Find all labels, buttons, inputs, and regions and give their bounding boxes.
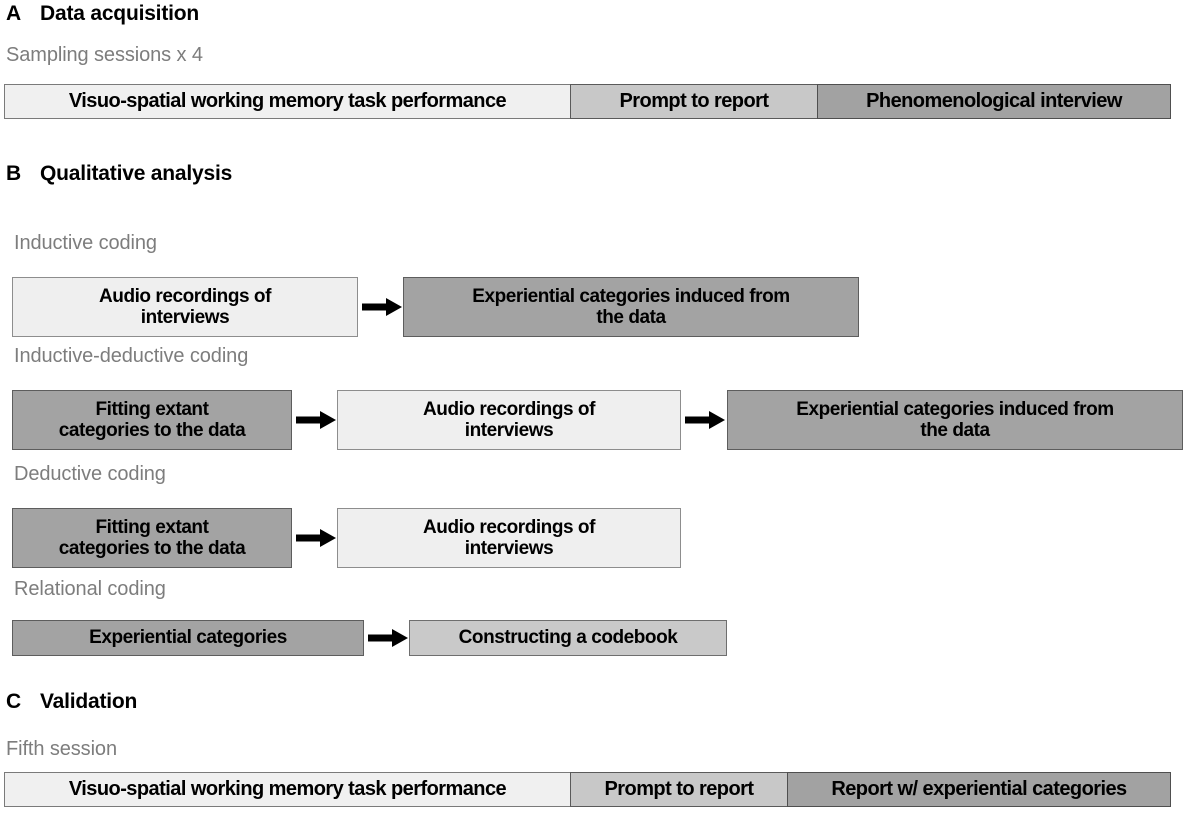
section-b-title: Qualitative analysis <box>40 162 233 185</box>
box-fitting-extant-deductive: Fitting extant categories to the data <box>12 508 292 568</box>
subheading-inductive-coding: Inductive coding <box>14 232 157 254</box>
section-a-letter: A <box>6 2 21 25</box>
box-audio-recordings-inductive: Audio recordings of interviews <box>12 277 358 337</box>
section-a-subheading: Sampling sessions x 4 <box>6 44 203 66</box>
bar-segment-task-performance: Visuo-spatial working memory task perfor… <box>4 84 571 119</box>
arrow-inductive-deductive-1 <box>296 410 336 430</box>
section-c-subheading: Fifth session <box>6 738 117 760</box>
section-b-heading: B Qualitative analysis <box>6 162 232 186</box>
subheading-deductive-coding: Deductive coding <box>14 463 166 485</box>
box-experiential-categories-relational: Experiential categories <box>12 620 364 656</box>
section-c-title: Validation <box>40 690 138 713</box>
section-c-letter: C <box>6 690 21 713</box>
bar-segment-report-experiential-categories: Report w/ experiential categories <box>787 772 1171 807</box>
bar-segment-phenomenological-interview: Phenomenological interview <box>817 84 1171 119</box>
section-b-letter: B <box>6 162 21 185</box>
section-a-heading: A Data acquisition <box>6 2 199 26</box>
subheading-inductive-deductive-coding: Inductive-deductive coding <box>14 345 249 367</box>
bar-segment-prompt-to-report-validation: Prompt to report <box>570 772 788 807</box>
box-constructing-codebook: Constructing a codebook <box>409 620 727 656</box>
bar-segment-task-performance-validation: Visuo-spatial working memory task perfor… <box>4 772 571 807</box>
section-a-title: Data acquisition <box>40 2 199 25</box>
section-a-timeline-bar: Visuo-spatial working memory task perfor… <box>4 84 1172 119</box>
arrow-inductive-1 <box>362 297 402 317</box>
box-experiential-categories-inductive-deductive: Experiential categories induced from the… <box>727 390 1183 450</box>
section-c-heading: C Validation <box>6 690 137 714</box>
arrow-inductive-deductive-2 <box>685 410 725 430</box>
arrow-relational-1 <box>368 628 408 648</box>
box-audio-recordings-deductive: Audio recordings of interviews <box>337 508 681 568</box>
box-experiential-categories-inductive: Experiential categories induced from the… <box>403 277 859 337</box>
section-c-timeline-bar: Visuo-spatial working memory task perfor… <box>4 772 1172 807</box>
subheading-relational-coding: Relational coding <box>14 578 166 600</box>
arrow-deductive-1 <box>296 528 336 548</box>
box-fitting-extant-inductive-deductive: Fitting extant categories to the data <box>12 390 292 450</box>
box-audio-recordings-inductive-deductive: Audio recordings of interviews <box>337 390 681 450</box>
bar-segment-prompt-to-report: Prompt to report <box>570 84 818 119</box>
